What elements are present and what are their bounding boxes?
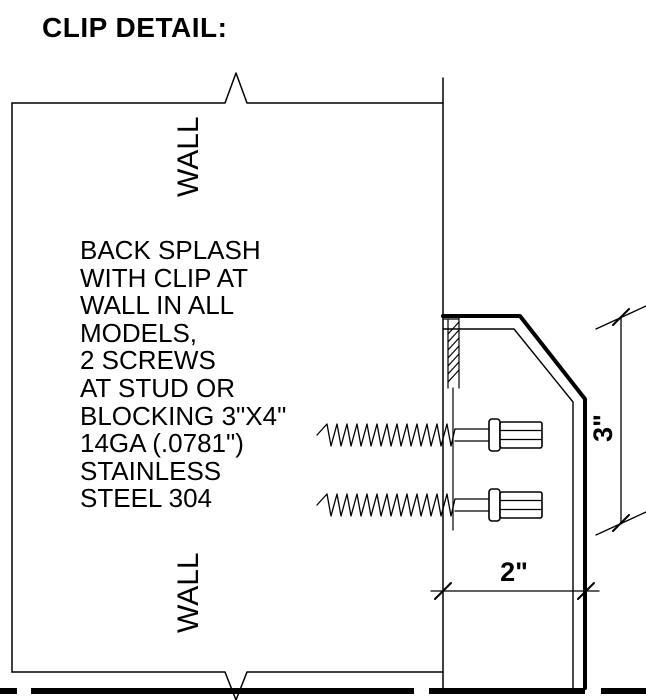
screw-hex-head xyxy=(499,421,543,449)
screw-shank xyxy=(454,428,490,442)
screw-bottom xyxy=(316,488,543,522)
screw-hex-head xyxy=(499,491,543,519)
note-text: BACK SPLASH WITH CLIP AT WALL IN ALL MOD… xyxy=(80,235,287,514)
dimension-ticks xyxy=(612,308,630,532)
screw-hex-facets xyxy=(499,499,543,511)
screw-threads xyxy=(316,423,456,447)
clip-hatch-lines xyxy=(447,321,460,383)
dimension-height-label: 3" xyxy=(588,414,618,442)
screw-top xyxy=(316,418,543,452)
screw-threads xyxy=(316,493,456,517)
screw-hex-facets xyxy=(499,429,543,441)
dimension-ticks xyxy=(434,582,595,600)
backsplash-profile xyxy=(441,314,587,690)
dimension-depth xyxy=(430,582,600,600)
drawing-title: CLIP DETAIL: xyxy=(42,12,228,43)
break-line-bottom xyxy=(11,671,444,700)
screw-shank xyxy=(454,498,490,512)
wall-section xyxy=(11,72,444,700)
screw-flange xyxy=(488,418,501,452)
wall-label-bottom: WALL xyxy=(172,552,205,633)
backsplash-outer-face xyxy=(441,314,587,690)
wall-label-top: WALL xyxy=(172,116,205,197)
break-line-top xyxy=(11,72,444,104)
dimension-height xyxy=(595,305,646,536)
clip-hatch xyxy=(443,317,460,531)
dimension-depth-label: 2" xyxy=(500,557,528,587)
backsplash-inner-face xyxy=(442,328,574,689)
screw-flange xyxy=(488,488,501,522)
clip-outline xyxy=(443,317,460,531)
